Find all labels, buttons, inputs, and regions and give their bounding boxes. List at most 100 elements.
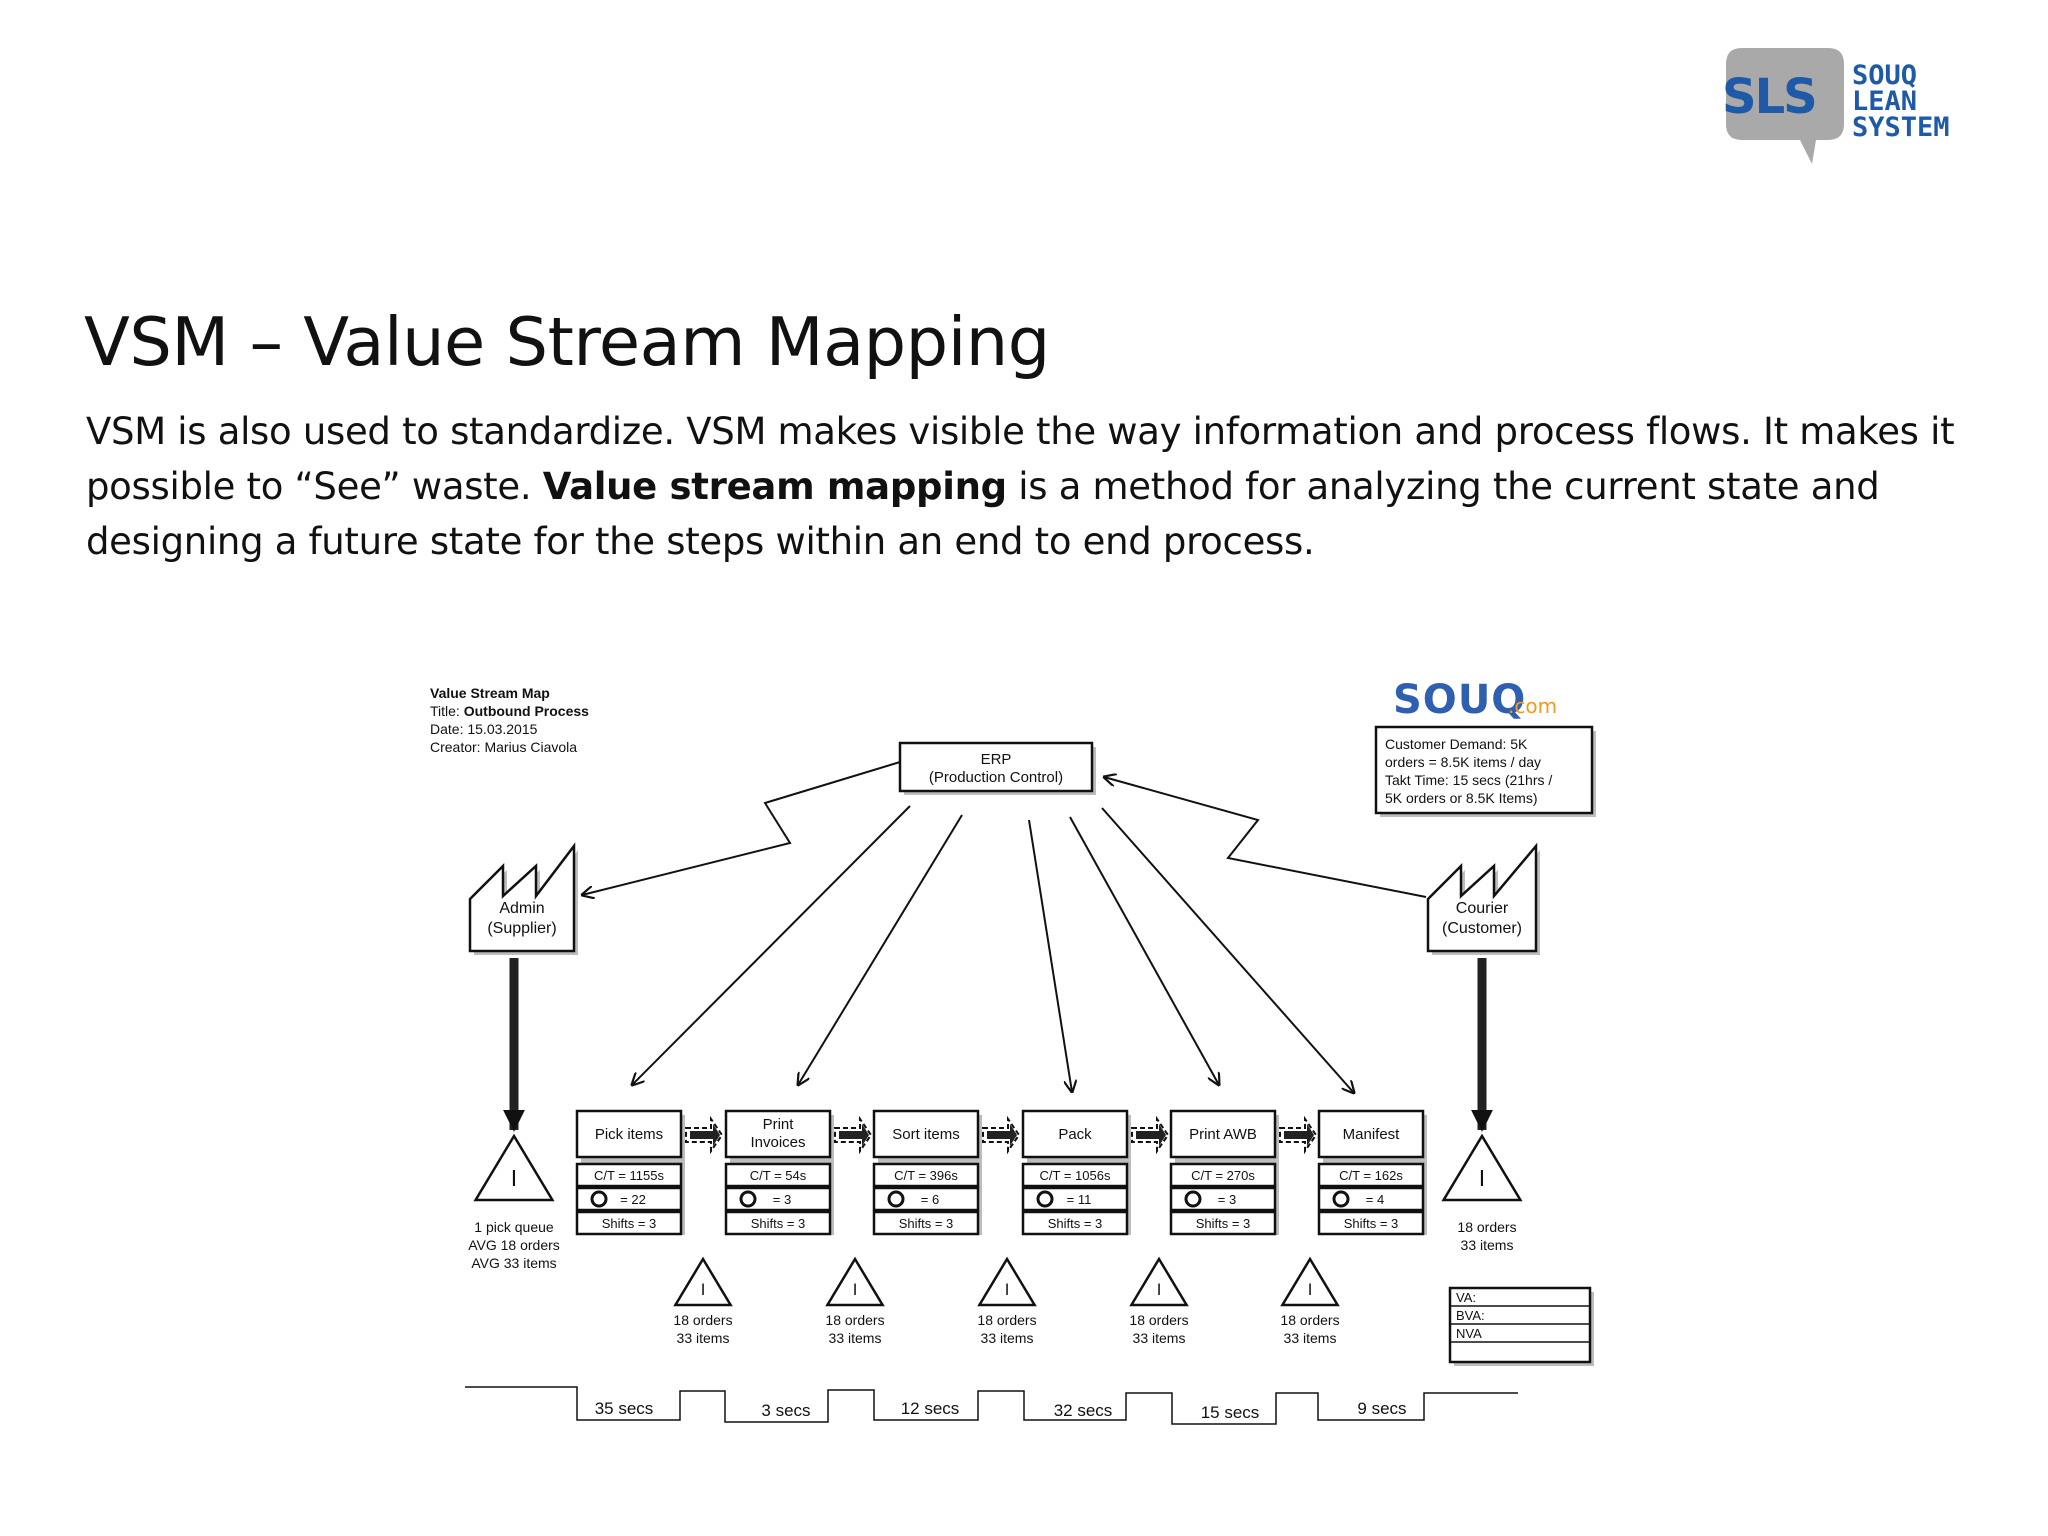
intro-text-2: is a method for analyzing the current st… [86, 465, 1880, 563]
inventory-count: 18 orders [673, 1312, 732, 1328]
erp-to-pick-flow [632, 805, 911, 1085]
push-arrow-fill [690, 1124, 720, 1146]
process-name: Sort items [892, 1126, 960, 1143]
inventory-symbol: I [1157, 1280, 1162, 1299]
operator-count: = 22 [620, 1192, 646, 1207]
inventory-symbol: I [853, 1280, 858, 1299]
timeline-value: 35 secs [595, 1399, 654, 1418]
shift-count: Shifts = 3 [1196, 1216, 1251, 1231]
souq-logo-main: SOUQ [1393, 677, 1526, 723]
inventory-count: 18 orders [825, 1312, 884, 1328]
shipment-arrows [503, 958, 1493, 1132]
timeline-value: 15 secs [1201, 1403, 1260, 1422]
operator-icon [1332, 1190, 1350, 1208]
shift-count: Shifts = 3 [751, 1216, 806, 1231]
inventory-between-2: I 18 orders 33 items [825, 1256, 885, 1346]
customer-line-1: Courier [1456, 900, 1509, 917]
inventory-symbol: I [1308, 1280, 1313, 1299]
map-header-title: Title: Outbound Process [430, 703, 589, 719]
cycle-time: C/T = 1056s [1040, 1168, 1111, 1183]
cycle-time: C/T = 396s [894, 1168, 958, 1183]
shift-count: Shifts = 3 [1344, 1216, 1399, 1231]
supplier-line-2: (Supplier) [487, 920, 556, 937]
timeline-value: 9 secs [1357, 1399, 1406, 1418]
operator-icon [739, 1190, 757, 1208]
shift-count: Shifts = 3 [899, 1216, 954, 1231]
slide-title: VSM – Value Stream Mapping [84, 303, 1050, 381]
end-inventory-line-2: 33 items [1461, 1237, 1514, 1253]
information-flows [582, 761, 1427, 1093]
inventory-between-5: I 18 orders 33 items [1280, 1256, 1340, 1346]
cycle-time: C/T = 54s [750, 1168, 807, 1183]
cycle-time: C/T = 1155s [594, 1168, 664, 1183]
cycle-time: C/T = 162s [1339, 1168, 1403, 1183]
map-title-key: Title: [430, 703, 464, 719]
process-name: Invoices [750, 1134, 805, 1151]
operator-count: = 3 [1218, 1192, 1236, 1207]
map-header-date: Date: 15.03.2015 [430, 721, 538, 737]
inventory-count: 33 items [1284, 1330, 1337, 1346]
process-name: Pack [1058, 1126, 1092, 1143]
inventory-count: 33 items [981, 1330, 1034, 1346]
map-title-value: Outbound Process [464, 703, 589, 719]
intro-paragraph: VSM is also used to standardize. VSM mak… [86, 404, 2016, 569]
souq-logo: SOUQ .com [1393, 677, 1557, 723]
timeline-ladder [465, 1386, 1518, 1425]
push-arrow-fill [987, 1124, 1017, 1146]
value-add-table: VA: BVA: NVA [1448, 1286, 1594, 1366]
customer-factory: Courier (Customer) [1426, 842, 1540, 955]
inventory-count: 18 orders [1280, 1312, 1339, 1328]
start-inventory-line-3: AVG 33 items [471, 1255, 556, 1271]
inventory-triangle-icon [473, 1133, 555, 1202]
demand-line-4: 5K orders or 8.5K Items) [1385, 790, 1538, 806]
shift-count: Shifts = 3 [1048, 1216, 1103, 1231]
start-inventory-line-1: 1 pick queue [474, 1219, 554, 1235]
logo-line-3: SYSTEM [1852, 112, 1950, 143]
inventory-symbol: I [701, 1280, 706, 1299]
erp-to-pack-flow [1028, 819, 1072, 1092]
map-header: Value Stream Map Title: Outbound Process… [430, 685, 589, 755]
end-inventory: I [1441, 1133, 1523, 1202]
process-name: Print AWB [1189, 1126, 1257, 1143]
erp-to-print-invoices-flow [798, 814, 963, 1085]
operator-count: = 3 [773, 1192, 791, 1207]
push-arrow-fill [1136, 1124, 1166, 1146]
customer-demand-box: Customer Demand: 5K orders = 8.5K items … [1374, 725, 1596, 817]
cycle-time: C/T = 270s [1191, 1168, 1255, 1183]
map-header-label: Value Stream Map [430, 685, 550, 701]
operator-count: = 6 [921, 1192, 939, 1207]
erp-to-supplier-flow [582, 761, 901, 895]
supplier-line-1: Admin [499, 900, 544, 917]
inventory-triangle-icon [825, 1256, 885, 1307]
operator-count: = 11 [1067, 1192, 1092, 1207]
shift-count: Shifts = 3 [602, 1216, 657, 1231]
map-header-creator: Creator: Marius Ciavola [430, 739, 577, 755]
operator-count: = 4 [1366, 1192, 1384, 1207]
demand-line-3: Takt Time: 15 secs (21hrs / [1385, 772, 1552, 788]
operator-icon [887, 1190, 905, 1208]
process-5: Print AWB C/T = 270s = 3 Shifts = 3 [1169, 1109, 1318, 1236]
inventory-count: 18 orders [1129, 1312, 1188, 1328]
end-inventory-note: 18 orders 33 items [1457, 1219, 1516, 1253]
timeline-value: 32 secs [1054, 1401, 1113, 1420]
process-name: Manifest [1343, 1126, 1401, 1143]
inventory-symbol: I [1005, 1280, 1010, 1299]
push-arrow-fill [1284, 1124, 1314, 1146]
erp-line-2: (Production Control) [929, 769, 1063, 786]
inventory-triangle-icon [673, 1256, 733, 1307]
inventory-symbol: I [511, 1165, 517, 1191]
inventory-count: 33 items [829, 1330, 882, 1346]
inventory-triangle-icon [977, 1256, 1037, 1307]
intro-text-1: VSM is also used to standardize. VSM mak… [86, 410, 1955, 508]
start-inventory: I [473, 1133, 555, 1202]
demand-line-2: orders = 8.5K items / day [1385, 754, 1541, 770]
inventory-count: 18 orders [977, 1312, 1036, 1328]
logo-line-1: SOUQ [1852, 60, 1917, 91]
